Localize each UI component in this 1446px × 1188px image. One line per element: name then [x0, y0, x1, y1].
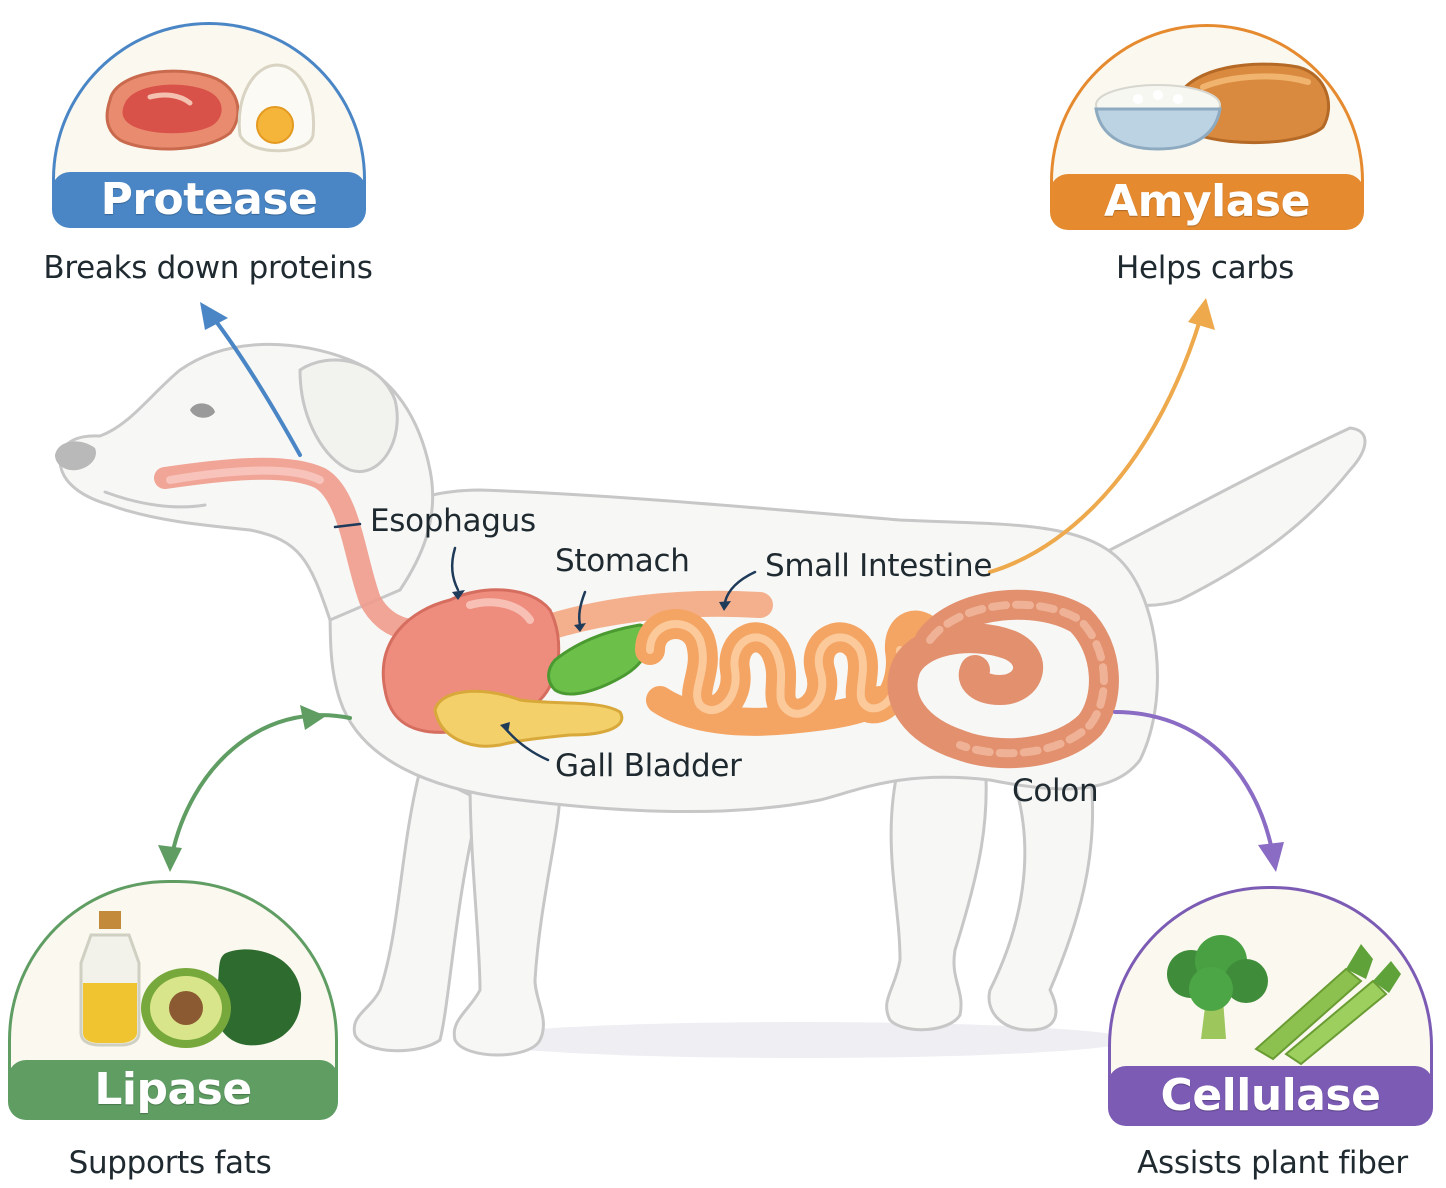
cellulase-arrowhead: [1258, 842, 1284, 872]
ground-shadow: [470, 1022, 1130, 1058]
lipase-arrowhead-top: [300, 705, 326, 730]
protease-arrow: [213, 318, 302, 457]
small-intestine-shading: [646, 620, 905, 718]
cellulase-dome: [1108, 886, 1433, 1086]
dog-front-leg-far: [352, 768, 482, 1053]
small-intestine-lower: [646, 686, 894, 736]
steak-icon: [105, 69, 240, 151]
amylase-arrow: [988, 318, 1202, 574]
stomach-pointer-2: [577, 590, 587, 627]
dog-nose: [55, 441, 96, 471]
stomach-pointer: [450, 546, 460, 592]
lipase-dome: [8, 880, 338, 1080]
dog-mouth: [103, 490, 207, 509]
lipase-card: Lipase: [8, 880, 338, 1120]
pancreas-organ: [433, 689, 624, 748]
dog-back-leg-near: [885, 758, 988, 1032]
dog-eye: [190, 403, 215, 418]
cellulase-card: Cellulase: [1108, 886, 1433, 1126]
protease-card: Protease: [52, 22, 366, 228]
dog-tail: [1088, 426, 1367, 607]
cellulase-description: Assists plant fiber: [1137, 1145, 1408, 1181]
colon-shading: [926, 600, 1108, 758]
colon-label: Colon: [1012, 773, 1099, 809]
dog-back-leg-far: [987, 768, 1095, 1032]
amylase-arrowhead: [1188, 298, 1215, 330]
celery-icon: [1254, 944, 1401, 1066]
cellulase-title: Cellulase: [1108, 1066, 1433, 1126]
amylase-card: Amylase: [1050, 24, 1364, 230]
small-intestine-pointer: [723, 570, 757, 604]
broccoli-icon: [1167, 935, 1268, 1039]
lipase-description: Supports fats: [68, 1145, 272, 1181]
lipase-arrowhead-bottom: [158, 845, 182, 872]
protease-description: Breaks down proteins: [43, 250, 373, 286]
protease-title: Protease: [52, 172, 366, 228]
gall-bladder-label: Gall Bladder: [555, 748, 742, 784]
amylase-title: Amylase: [1050, 174, 1364, 230]
gallbladder-organ: [547, 623, 653, 696]
stomach-label: Stomach: [555, 543, 690, 579]
avocado-icon: [141, 949, 302, 1048]
esophagus-highlight: [166, 466, 324, 484]
egg-icon: [237, 63, 316, 153]
duodenum-organ: [527, 590, 773, 643]
colon-organ: [887, 589, 1119, 769]
oil-bottle-icon: [79, 911, 141, 1047]
rice-bowl-icon: [1094, 84, 1222, 151]
dog-front-leg-near: [452, 778, 562, 1057]
lipase-arrow: [170, 713, 352, 857]
stomach-highlight: [466, 598, 534, 624]
protease-arrowhead: [200, 302, 228, 330]
organ-pointer-heads: [452, 590, 731, 733]
small-intestine-label: Small Intestine: [765, 548, 993, 584]
esophagus-label: Esophagus: [370, 503, 536, 539]
amylase-dome: [1050, 24, 1364, 194]
esophagus-pointer: [333, 522, 362, 529]
cellulase-arrow: [1113, 710, 1274, 852]
protease-dome: [52, 22, 366, 192]
lipase-title: Lipase: [8, 1060, 338, 1120]
amylase-description: Helps carbs: [1116, 250, 1294, 286]
dog-ear: [298, 358, 399, 474]
